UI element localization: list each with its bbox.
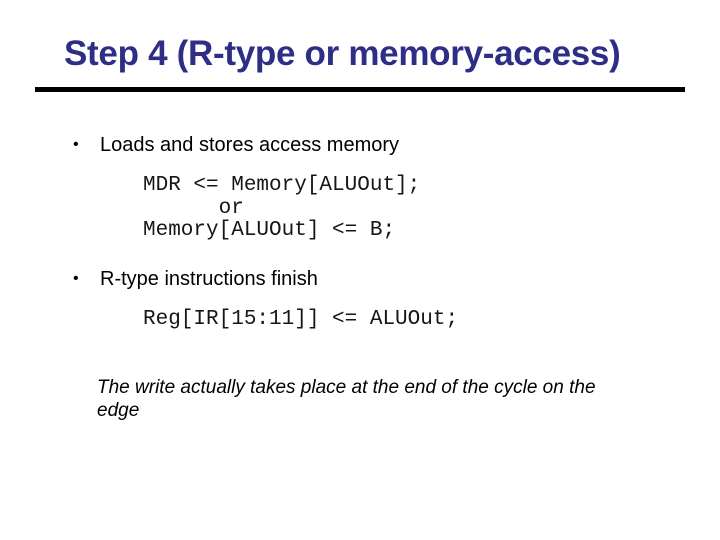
code-memory-access: MDR <= Memory[ALUOut]; or Memory[ALUOut]… (143, 174, 421, 242)
bullet-dot-icon: • (73, 270, 79, 287)
code-rtype-writeback: Reg[IR[15:11]] <= ALUOut; (143, 308, 459, 331)
note-write-timing: The write actually takes place at the en… (97, 377, 596, 421)
title-underline-rule (35, 87, 685, 92)
bullet-item-loads-stores: • Loads and stores access memory (73, 134, 399, 156)
bullet-label: R-type instructions finish (100, 268, 318, 290)
slide-title: Step 4 (R-type or memory-access) (64, 34, 621, 73)
bullet-dot-icon: • (73, 136, 79, 153)
bullet-item-rtype-finish: • R-type instructions finish (73, 268, 318, 290)
bullet-label: Loads and stores access memory (100, 134, 400, 156)
